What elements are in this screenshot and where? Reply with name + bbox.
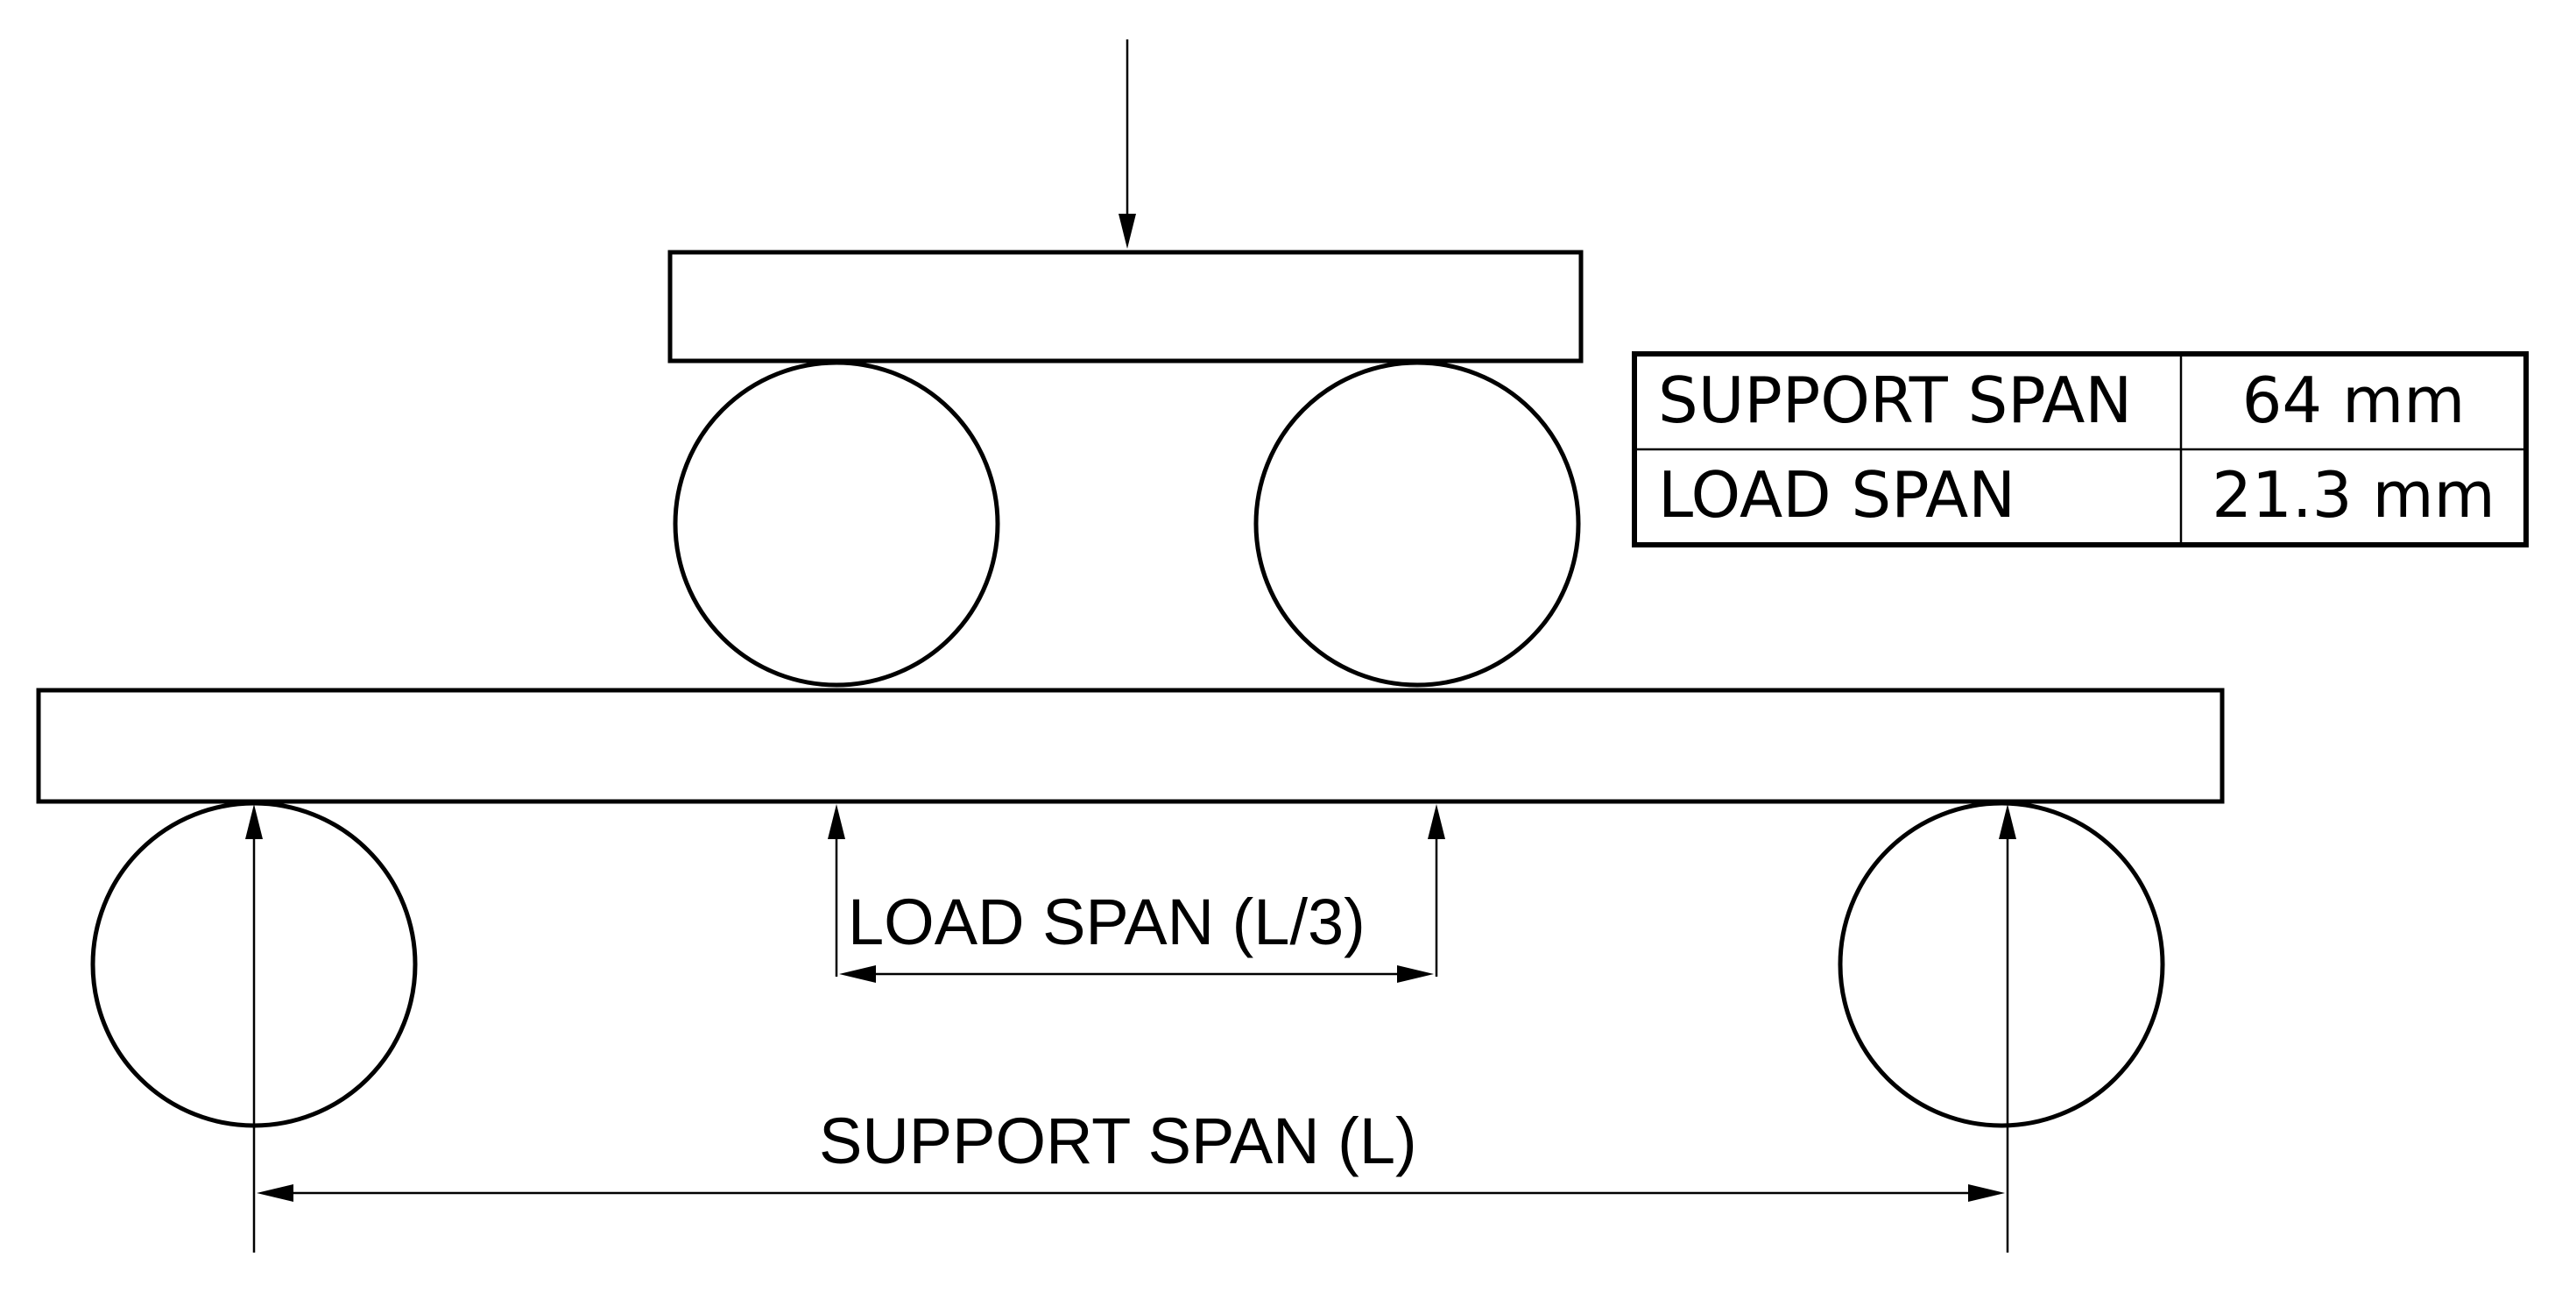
support-span-dimension-line xyxy=(257,1184,2005,1202)
left-loading-roller xyxy=(673,360,1000,688)
support-span-extension-right xyxy=(1999,804,2016,1253)
spec-table: SUPPORT SPAN 64 mm LOAD SPAN 21.3 mm xyxy=(1632,351,2529,547)
specimen-beam xyxy=(36,688,2225,804)
spec-table-row-name: LOAD SPAN xyxy=(1658,458,2015,532)
load-span-extension-right xyxy=(1428,804,1445,977)
spec-table-row-value: 64 mm xyxy=(2242,364,2466,437)
spec-table-row-name: SUPPORT SPAN xyxy=(1658,364,2132,437)
load-span-extension-left xyxy=(828,804,845,977)
loading-plate xyxy=(667,250,1584,364)
load-span-dimension-line xyxy=(839,965,1434,983)
applied-load-arrow xyxy=(1119,39,1136,249)
support-span-extension-left xyxy=(245,804,263,1253)
spec-table-row-value: 21.3 mm xyxy=(2212,458,2495,532)
right-support-roller xyxy=(1838,801,2165,1128)
support-span-label: SUPPORT SPAN (L) xyxy=(819,1105,1417,1177)
right-loading-roller xyxy=(1253,360,1581,688)
load-span-label: LOAD SPAN (L/3) xyxy=(848,886,1366,958)
